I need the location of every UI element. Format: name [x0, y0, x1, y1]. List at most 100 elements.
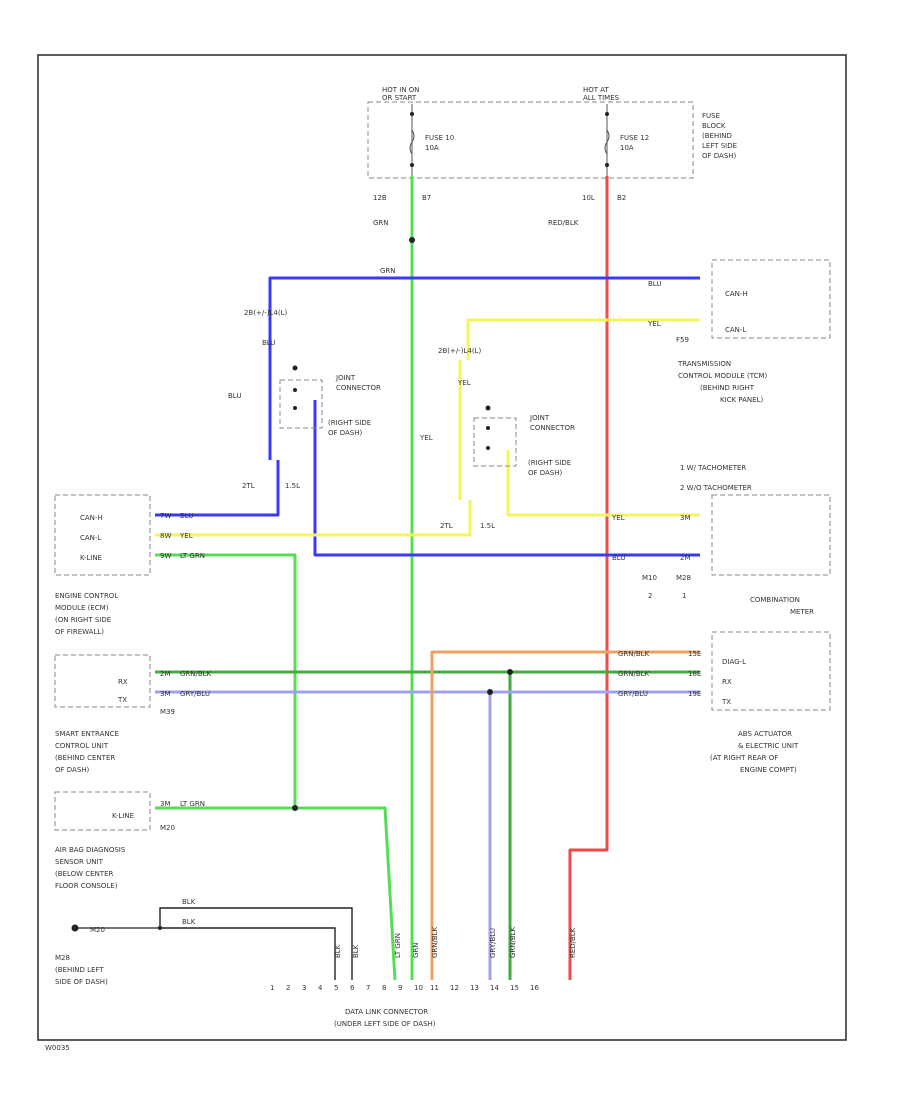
ecm-wire-2: LT GRN	[180, 552, 205, 560]
meter-pin-1: 2M	[680, 554, 691, 562]
meter-subnum-0: 2	[648, 592, 652, 600]
meter-wire-1: BLU	[612, 554, 625, 562]
dlc-wire-5: GRY/BLU	[489, 928, 497, 958]
ecm-label-3: OF FIREWALL)	[55, 628, 104, 636]
ecm-module: CAN-H CAN-L K-LINE 7W 8W 9W BLU YEL LT G…	[54, 494, 205, 636]
dlc-pin-5: 5	[334, 984, 338, 992]
green-splice-dot	[409, 237, 415, 243]
smart-entrance-unit: RX TX 2M 3M GRN/BLK GRY/BLU M39 SMART EN…	[54, 654, 212, 774]
fuse-block-label-4: OF DASH)	[702, 152, 737, 160]
dlc-wire-1: BLK	[352, 944, 360, 958]
abs-unit: DIAG-L RX TX GRN/BLK GRN/BLK GRY/BLU 15E…	[618, 631, 831, 774]
sec-pin-1: TX	[117, 696, 127, 704]
sec-label-3: OF DASH)	[55, 766, 90, 774]
hot1-sub: OR START	[382, 94, 417, 102]
green-color-label: GRN	[373, 219, 389, 227]
ecm-label-0: ENGINE CONTROL	[55, 592, 118, 600]
fuse1-icon	[409, 129, 415, 155]
abs-label-3: ENGINE COMPT)	[740, 766, 797, 774]
wire-ground-1	[159, 907, 353, 980]
fuse-block-label-0: FUSE	[702, 112, 720, 120]
dlc-pin-3: 3	[302, 984, 306, 992]
ground-label-2: SIDE OF DASH)	[55, 978, 108, 986]
sec-label-0: SMART ENTRANCE	[55, 730, 119, 738]
fuse-block-label-1: BLOCK	[702, 122, 726, 130]
fuse2-amp: 10A	[620, 144, 634, 152]
meter-note-0: 1 W/ TACHOMETER	[680, 464, 746, 472]
joint1-label-0: JOINT	[335, 374, 356, 382]
ground-icon	[71, 924, 79, 932]
tcm-label-2: (BEHIND RIGHT	[700, 384, 755, 392]
abs-label-0: ABS ACTUATOR	[738, 730, 792, 738]
ecm-pinnum-1: 8W	[160, 532, 171, 540]
fuse2-icon	[604, 129, 610, 155]
combination-meter: 1 W/ TACHOMETER 2 W/O TACHOMETER YEL BLU…	[611, 464, 831, 616]
abs-label-2: (AT RIGHT REAR OF	[710, 754, 778, 762]
ground-point: M20 BLK BLK M28 (BEHIND LEFT SIDE OF DAS…	[55, 898, 196, 986]
ecm-label-2: (ON RIGHT SIDE	[55, 616, 111, 624]
joint-connector-1: 2B(+/-)L4(L) BLU JOINT CONNECTOR (RIGHT …	[242, 309, 381, 490]
fuse-block-label-2: (BEHIND	[702, 132, 732, 140]
dlc-pin-13: 13	[470, 984, 479, 992]
wire-yellow-can-l-top	[466, 318, 700, 360]
airbag-conn: M20	[160, 824, 175, 832]
dlc-pin-11: 11	[430, 984, 439, 992]
ecm-pinnum-2: 9W	[160, 552, 171, 560]
ecm-wire-0: BLU	[180, 512, 193, 520]
abs-pin-0: DIAG-L	[722, 658, 746, 666]
abs-pinnum-1: 18E	[688, 670, 701, 678]
fuse1-amp: 10A	[425, 144, 439, 152]
ecm-label-1: MODULE (ECM)	[55, 604, 109, 612]
abs-pinnum-0: 15E	[688, 650, 701, 658]
abs-wire-1: GRN/BLK	[618, 670, 650, 678]
abs-pin-1: RX	[722, 678, 732, 686]
airbag-label-2: (BELOW CENTER	[55, 870, 114, 878]
wire-yellow-meter	[506, 450, 700, 517]
abs-wire-2: GRY/BLU	[618, 690, 648, 698]
wire-kline-dlc	[295, 806, 397, 981]
dlc-pin-1: 1	[270, 984, 274, 992]
joint1-label-2: (RIGHT SIDE	[328, 419, 371, 427]
meter-pin-0: 3M	[680, 514, 691, 522]
dlc-wire-0: BLK	[334, 944, 342, 958]
airbag-pin: K-LINE	[112, 812, 134, 820]
joint1-bottom-right: 1.5L	[285, 482, 300, 490]
joint2-bottom-left: 2TL	[440, 522, 453, 530]
dlc-wire-7: RED/BLK	[569, 927, 577, 958]
dlc-label-1: (UNDER LEFT SIDE OF DASH)	[334, 1020, 436, 1028]
tcm-label-0: TRANSMISSION	[677, 360, 731, 368]
meter-wire-0: YEL	[611, 514, 625, 522]
rx-splice-dot	[507, 669, 513, 675]
pin-f59: F59	[676, 336, 689, 344]
wire-red-power	[568, 176, 609, 980]
wire-blue-meter	[313, 400, 700, 557]
dlc-pin-10: 10	[414, 984, 423, 992]
airbag-unit: K-LINE 3M LT GRN M20 AIR BAG DIAGNOSIS S…	[54, 791, 205, 890]
meter-sub-0: M10	[642, 574, 657, 582]
fuse2-name: FUSE 12	[620, 134, 649, 142]
dlc-pin-2: 2	[286, 984, 290, 992]
ecm-pin-1: CAN-L	[80, 534, 101, 542]
tcm-label-1: CONTROL MODULE (TCM)	[678, 372, 768, 380]
meter-label-0: COMBINATION	[750, 596, 800, 604]
hot2-sub: ALL TIMES	[583, 94, 620, 102]
joint2-label-0: JOINT	[529, 414, 550, 422]
ground-label-0: M28	[55, 954, 70, 962]
airbag-label-0: AIR BAG DIAGNOSIS	[55, 846, 126, 854]
hot2-label: HOT AT	[583, 86, 610, 94]
joint2-label-1: CONNECTOR	[530, 424, 575, 432]
abs-pinnum-2: 19E	[688, 690, 701, 698]
diagram-frame	[37, 54, 847, 1041]
wire-blue-ecm	[155, 460, 280, 517]
joint1-label-1: CONNECTOR	[336, 384, 381, 392]
hot1-label: HOT IN ON	[382, 86, 420, 94]
airbag-wire: LT GRN	[180, 800, 205, 808]
dlc-pin-8: 8	[382, 984, 386, 992]
fuse2-term-bot	[605, 163, 609, 167]
tcm-module: CAN-H CAN-L TRANSMISSION CONTROL MODULE …	[677, 259, 831, 404]
dlc-pin-4: 4	[318, 984, 323, 992]
fuse-block: HOT IN ON OR START HOT AT ALL TIMES FUSE…	[367, 86, 737, 179]
fuse1-term-top	[410, 112, 414, 116]
tcm-label-3: KICK PANEL)	[720, 396, 763, 404]
ground-wire-a: BLK	[182, 898, 196, 906]
